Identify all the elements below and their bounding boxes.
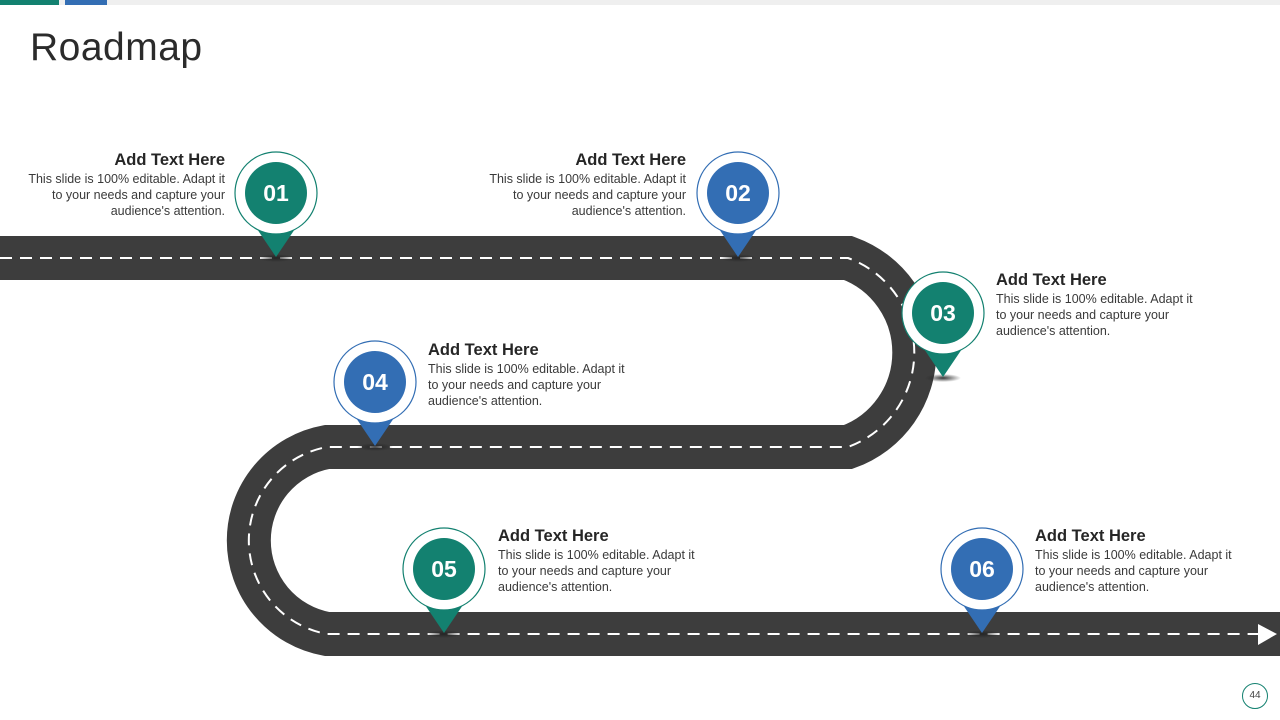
milestone-heading: Add Text Here xyxy=(428,341,539,359)
milestone-pin-05: 05 xyxy=(402,527,486,638)
milestone-heading: Add Text Here xyxy=(498,527,609,545)
milestone-number: 03 xyxy=(930,300,956,326)
milestone-text-03: Add Text Here This slide is 100% editabl… xyxy=(996,270,1196,339)
pin-shadow xyxy=(426,630,462,638)
pin-shadow xyxy=(258,254,294,262)
pin-shadow xyxy=(925,374,961,382)
milestone-heading: Add Text Here xyxy=(1035,527,1146,545)
milestone-text-02: Add Text Here This slide is 100% editabl… xyxy=(486,150,686,219)
pin-inner-circle xyxy=(912,282,974,344)
road-end-arrow xyxy=(1258,624,1277,645)
milestone-description: This slide is 100% editable. Adapt it to… xyxy=(489,172,686,218)
milestone-number: 06 xyxy=(969,556,995,582)
pin-inner-circle xyxy=(413,538,475,600)
pin-inner-circle xyxy=(245,162,307,224)
milestone-number: 01 xyxy=(263,180,289,206)
milestone-pin-03: 03 xyxy=(901,271,985,382)
page-number: 44 xyxy=(1242,683,1268,709)
accent-bar-blue xyxy=(65,0,107,5)
milestone-pin-01: 01 xyxy=(234,151,318,262)
milestone-text-04: Add Text Here This slide is 100% editabl… xyxy=(428,340,628,409)
milestone-pin-06: 06 xyxy=(940,527,1024,638)
pin-shadow xyxy=(720,254,756,262)
pin-shadow xyxy=(964,630,1000,638)
milestone-description: This slide is 100% editable. Adapt it to… xyxy=(1035,548,1232,594)
top-accent-bar xyxy=(0,0,1280,5)
milestone-description: This slide is 100% editable. Adapt it to… xyxy=(996,292,1193,338)
pin-inner-circle xyxy=(707,162,769,224)
milestone-pin-02: 02 xyxy=(696,151,780,262)
milestone-number: 04 xyxy=(362,369,388,395)
milestone-text-06: Add Text Here This slide is 100% editabl… xyxy=(1035,526,1235,595)
page-title: Roadmap xyxy=(30,26,203,69)
milestone-number: 05 xyxy=(431,556,457,582)
pin-inner-circle xyxy=(344,351,406,413)
milestone-text-01: Add Text Here This slide is 100% editabl… xyxy=(25,150,225,219)
milestone-description: This slide is 100% editable. Adapt it to… xyxy=(498,548,695,594)
milestone-number: 02 xyxy=(725,180,751,206)
milestone-description: This slide is 100% editable. Adapt it to… xyxy=(28,172,225,218)
milestone-description: This slide is 100% editable. Adapt it to… xyxy=(428,362,625,408)
milestone-heading: Add Text Here xyxy=(575,151,686,169)
milestone-text-05: Add Text Here This slide is 100% editabl… xyxy=(498,526,698,595)
pin-inner-circle xyxy=(951,538,1013,600)
milestone-heading: Add Text Here xyxy=(114,151,225,169)
milestone-heading: Add Text Here xyxy=(996,271,1107,289)
pin-shadow xyxy=(357,443,393,451)
accent-bar-teal xyxy=(0,0,59,5)
milestone-pin-04: 04 xyxy=(333,340,417,451)
